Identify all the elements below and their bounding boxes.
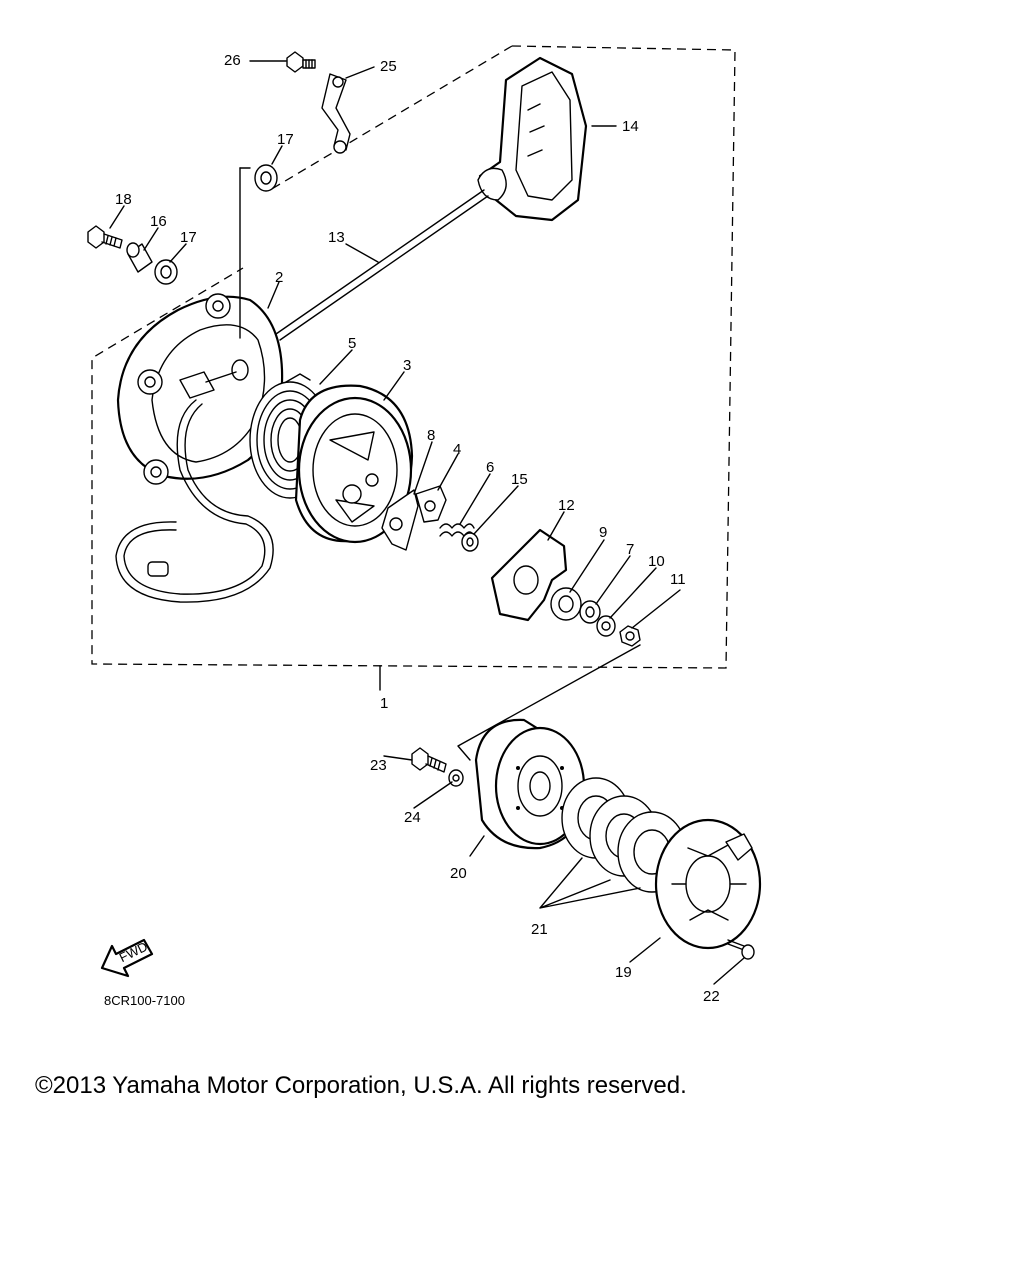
part-label-11: 11 [670,571,686,588]
drawing-code: 8CR100-7100 [104,993,185,1008]
part-label-14: 14 [622,118,639,135]
part-26-bolt [286,51,316,73]
part-label-13: 13 [328,229,345,246]
part-13-rope [275,189,489,341]
part-3-reel [294,384,414,544]
part-label-15: 15 [511,471,528,488]
part-label-25: 25 [380,58,397,75]
part-label-2: 2 [275,269,283,286]
part-label-26: 26 [224,52,241,69]
part-label-10: 10 [648,553,665,570]
part-24-washer [448,769,464,787]
part-label-24: 24 [404,809,421,826]
part-label-6: 6 [486,459,494,476]
part-19-drive-plate [654,818,762,950]
part-12-plate [490,528,568,622]
part-label-18: 18 [115,191,132,208]
part-14-handle [477,56,588,222]
part-4-spring [415,485,447,523]
part-18-bolt [87,225,123,249]
part-10-washer [596,615,616,637]
part-label-17-lower: 17 [180,229,197,246]
part-9-washer [550,587,582,621]
part-16-collar [126,242,153,273]
part-15-washer [461,532,479,552]
part-17-collar-lower [154,259,178,285]
part-label-3: 3 [403,357,411,374]
part-25-clamp [321,73,351,154]
part-23-bolt [411,747,447,773]
assembly-reference-line [457,644,641,761]
leader-lines [109,60,745,985]
part-17-collar-top [254,164,278,192]
part-2-case [116,293,311,485]
part-label-22: 22 [703,988,720,1005]
part-label-23: 23 [370,757,387,774]
exploded-parts-diagram: FWD 1 2 3 4 5 6 7 8 9 10 11 12 13 14 15 … [87,45,762,1008]
fwd-arrow-icon: FWD [100,939,154,978]
cable-loop [115,399,274,603]
part-label-17-top: 17 [277,131,294,148]
copyright-notice: ©2013 Yamaha Motor Corporation, U.S.A. A… [35,1072,687,1099]
part-label-8: 8 [427,427,435,444]
part-7-washer [579,600,601,624]
part-11-nut [619,625,641,647]
part-label-4: 4 [453,441,461,458]
assembly-boundary [91,45,736,669]
part-label-12: 12 [558,497,575,514]
part-label-5: 5 [348,335,356,352]
part-6-spring [439,523,475,537]
part-label-19: 19 [615,964,632,981]
part-label-20: 20 [450,865,467,882]
part-8-pawl [381,489,419,551]
part-label-21: 21 [531,921,548,938]
part-22-screw [727,939,755,960]
part-label-7: 7 [626,541,634,558]
part-label-9: 9 [599,524,607,541]
part-labels: 1 2 3 4 5 6 7 8 9 10 11 12 13 14 15 16 1… [115,52,720,1005]
part-label-16: 16 [150,213,167,230]
part-label-1: 1 [380,695,388,712]
